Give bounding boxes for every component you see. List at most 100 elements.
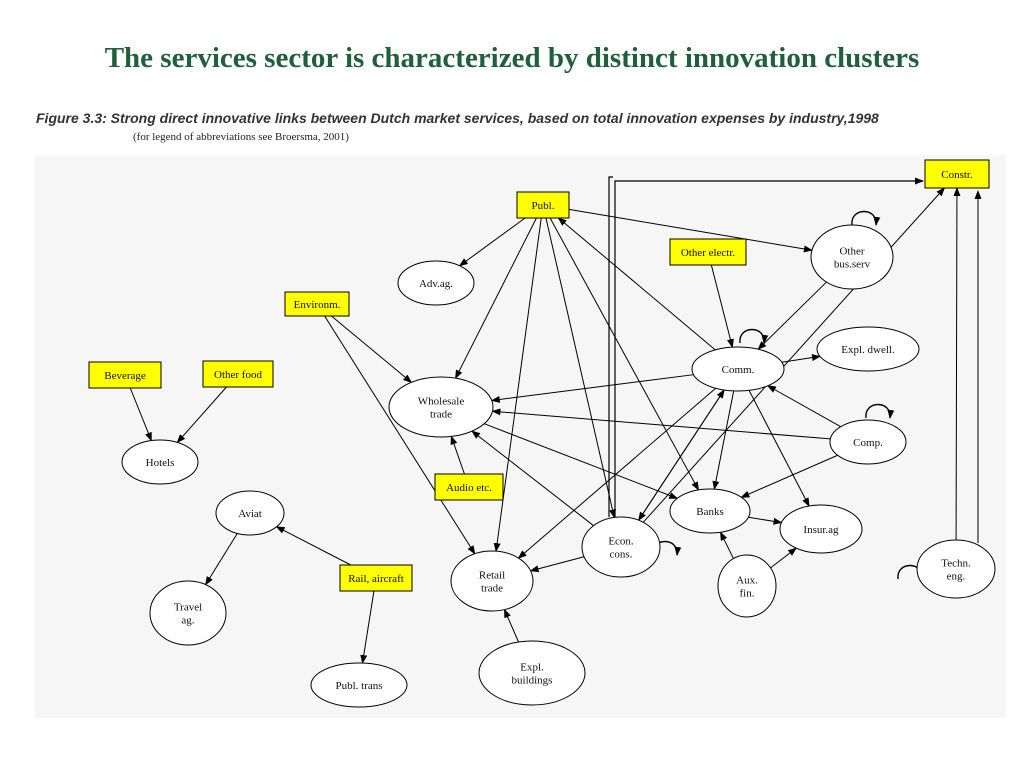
node-shape [478,640,586,706]
node-label: Aux. [736,575,758,587]
node-label: Expl. [520,662,544,674]
node-label: eng. [947,571,966,583]
node-shape [717,554,777,618]
node-shape [829,419,907,465]
edge-comm-to-insur [748,390,810,507]
edge-econ-to-constr [642,187,946,523]
edge-comp-to-banks [740,454,838,498]
edge-environ-to-retail [324,315,476,555]
node-econ: Econ.cons. [581,516,661,578]
edge-aviat-to-travel [205,533,238,586]
edge-econ-to-retail [529,556,585,573]
node-shape [816,326,920,372]
node-label: Other [839,246,864,258]
node-label: Publ. trans [335,680,382,692]
edge-publ-to-banks [549,217,699,491]
node-label: trade [481,583,503,595]
self-loop-other_bus [851,210,881,226]
edge-comp-to-comm [766,385,841,428]
figure-caption: Figure 3.3: Strong direct innovative lin… [36,110,879,126]
node-label: Travel [174,602,202,614]
node-label: Expl. dwell. [841,344,895,356]
node-beverage: Beverage [88,361,162,389]
node-constr: Constr. [924,159,990,189]
node-label: Hotels [146,457,175,469]
edge-publ-to-retail [493,217,542,553]
node-label: Environm. [294,299,341,311]
node-aviat: Aviat [215,490,285,536]
edge-econ-to-wholesale [471,430,594,527]
node-label: Audio etc. [446,482,492,494]
edge-econ-to-constr-double [608,176,613,517]
node-label: Other food [214,369,262,381]
node-shape [516,191,570,219]
node-insur: Insur.ag [779,504,863,554]
node-expl-dwell: Expl. dwell. [816,326,920,372]
edge-environ-to-wholesale [331,315,413,383]
node-publ-trans: Publ. trans [310,662,408,708]
node-shape [339,564,413,592]
edge-other_food-to-hotels [176,386,227,444]
node-label: Constr. [941,169,973,181]
node-other-food: Other food [202,360,274,388]
node-label: Econ. [608,536,634,548]
node-comm: Comm. [691,346,785,392]
node-shape [215,490,285,536]
node-techn: Techn.eng. [916,539,996,599]
node-other-electr: Other electr. [669,238,747,266]
edge-aux-to-insur [770,547,797,569]
node-shape [434,473,504,501]
edge-wholesale-to-banks [484,423,679,499]
node-label: Adv.ag. [419,278,453,290]
edge-other_electr-to-comm [710,264,734,349]
node-label: Rail, aircraft [348,573,404,585]
node-shape [121,439,199,485]
node-shape [202,360,274,388]
node-label: Beverage [104,370,146,382]
edge-comm-to-banks [712,390,735,491]
node-shape [88,361,162,389]
edge-comm-to-expl_dwell [781,354,821,363]
node-shape [284,291,350,317]
node-label: cons. [610,549,633,561]
edge-banks-to-insur [748,516,783,525]
node-publ: Publ. [516,191,570,219]
self-loop-comp [865,403,895,419]
edge-techn-to-constr [953,187,961,541]
edge-comm-to-retail [517,387,717,559]
node-label: bus.serv [834,259,871,271]
edge-comm-to-wholesale [490,374,694,403]
edge-other_bus-to-comm [757,281,827,350]
node-shape [581,516,661,578]
edge-expl_build-to-retail [503,608,520,643]
edge-aux-to-banks [720,531,734,559]
edge-rail-to-aviat [275,526,352,566]
edge-publ-to-econ [545,217,616,519]
node-shape [669,238,747,266]
node-label: Banks [696,506,724,518]
edge-comp-to-wholesale [491,408,831,440]
edge-audio-to-wholesale [450,435,465,475]
node-label: trade [430,409,452,421]
edge-econ-to-constr-routed [614,177,924,517]
node-label: Techn. [941,558,971,570]
node-shape [810,224,894,290]
innovation-network-diagram: Publ. Constr. Other electr. Environm. Bevera… [35,155,1006,718]
node-shape [310,662,408,708]
node-shape [149,580,227,646]
node-label: Retail [479,570,505,582]
node-shape [397,260,475,306]
node-rail: Rail, aircraft [339,564,413,592]
node-label: buildings [512,675,553,687]
node-label: Comp. [853,437,883,449]
edge-rail-to-publ_trans [360,590,375,665]
node-shape [669,488,751,534]
edge-comm-to-publ [557,217,716,351]
node-adv: Adv.ag. [397,260,475,306]
node-label: Wholesale [418,396,465,408]
figure-subcaption: (for legend of abbreviations see Broersm… [133,131,349,143]
